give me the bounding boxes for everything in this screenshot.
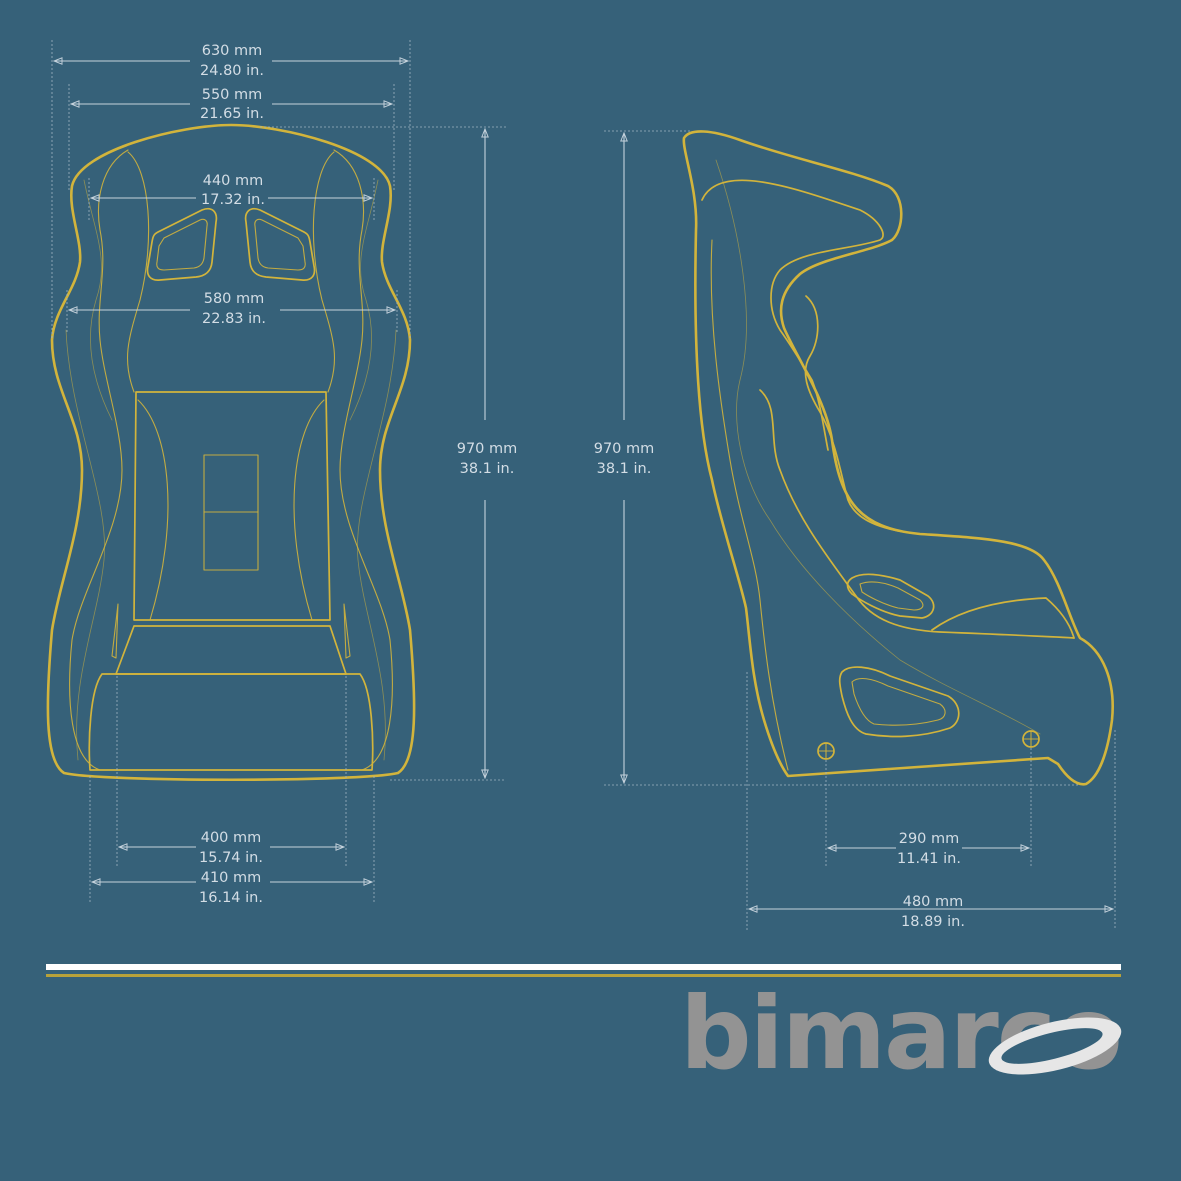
dim-400-mm: 400 mm: [201, 830, 262, 846]
front-seat-front-edge: [88, 673, 374, 771]
side-base-slot-inner: [851, 677, 946, 726]
front-belt-slot-right-inner: [254, 218, 306, 271]
front-inner-shell: [69, 149, 393, 771]
dim-400-in: 15.74 in.: [199, 850, 263, 866]
divider-stripe-gold: [46, 974, 1121, 977]
side-view-seat: [682, 130, 1114, 786]
side-back-edge-thin: [715, 159, 1041, 735]
front-belt-slot-left-inner: [156, 218, 208, 271]
side-thigh-slot-inner: [859, 581, 924, 611]
side-dimensions: 970 mm 38.1 in. 290 mm 11.41 in. 480 mm …: [594, 130, 1116, 930]
side-base-slot: [838, 666, 960, 738]
side-mount-hole-front: [817, 742, 835, 760]
side-cushion-top: [931, 597, 1075, 639]
dim-580-mm: 580 mm: [204, 291, 265, 307]
dim-550-in: 21.65 in.: [200, 106, 264, 122]
dim-970-side-mm: 970 mm: [594, 441, 655, 457]
dim-970-side-in: 38.1 in.: [597, 461, 652, 477]
dim-290-in: 11.41 in.: [897, 851, 961, 867]
dim-630-mm: 630 mm: [202, 43, 263, 59]
front-backrest-contour: [137, 399, 325, 621]
front-outer-shell: [46, 123, 416, 782]
front-belt-slot-left: [146, 207, 218, 281]
front-seat-cushion: [115, 625, 347, 675]
front-side-slot-left: [111, 603, 119, 659]
dim-630-in: 24.80 in.: [200, 63, 264, 79]
front-side-bolster-lines: [65, 179, 397, 761]
side-backrest-curve: [759, 389, 1075, 639]
dim-410-in: 16.14 in.: [199, 890, 263, 906]
divider-stripe-white: [46, 964, 1121, 970]
side-back-edge: [710, 239, 789, 771]
side-headrest-inner: [701, 179, 884, 451]
dim-970-front-in: 38.1 in.: [460, 461, 515, 477]
dim-480-in: 18.89 in.: [901, 914, 965, 930]
side-outer-shell: [682, 130, 1114, 786]
dim-550-mm: 550 mm: [202, 87, 263, 103]
side-mount-hole-rear: [1022, 730, 1040, 748]
dim-440-in: 17.32 in.: [201, 192, 265, 208]
dim-480-mm: 480 mm: [903, 894, 964, 910]
front-side-slot-right: [343, 603, 351, 659]
dim-970-front-mm: 970 mm: [457, 441, 518, 457]
dim-410-mm: 410 mm: [201, 870, 262, 886]
dim-580-in: 22.83 in.: [202, 311, 266, 327]
side-thigh-slot: [846, 573, 935, 619]
front-backrest-panel: [133, 391, 331, 621]
front-dimensions: 630 mm 24.80 in. 550 mm 21.65 in. 440 mm…: [51, 40, 518, 906]
swoosh-ring-icon: [988, 1017, 1122, 1075]
side-shoulder-bolster: [804, 295, 921, 535]
front-headrest-wings: [126, 151, 336, 393]
front-view-seat: [46, 123, 416, 782]
dim-440-mm: 440 mm: [203, 173, 264, 189]
front-belt-slot-right: [244, 207, 316, 281]
dim-290-mm: 290 mm: [899, 831, 960, 847]
bimarco-logo: bimarco: [680, 975, 1123, 1092]
